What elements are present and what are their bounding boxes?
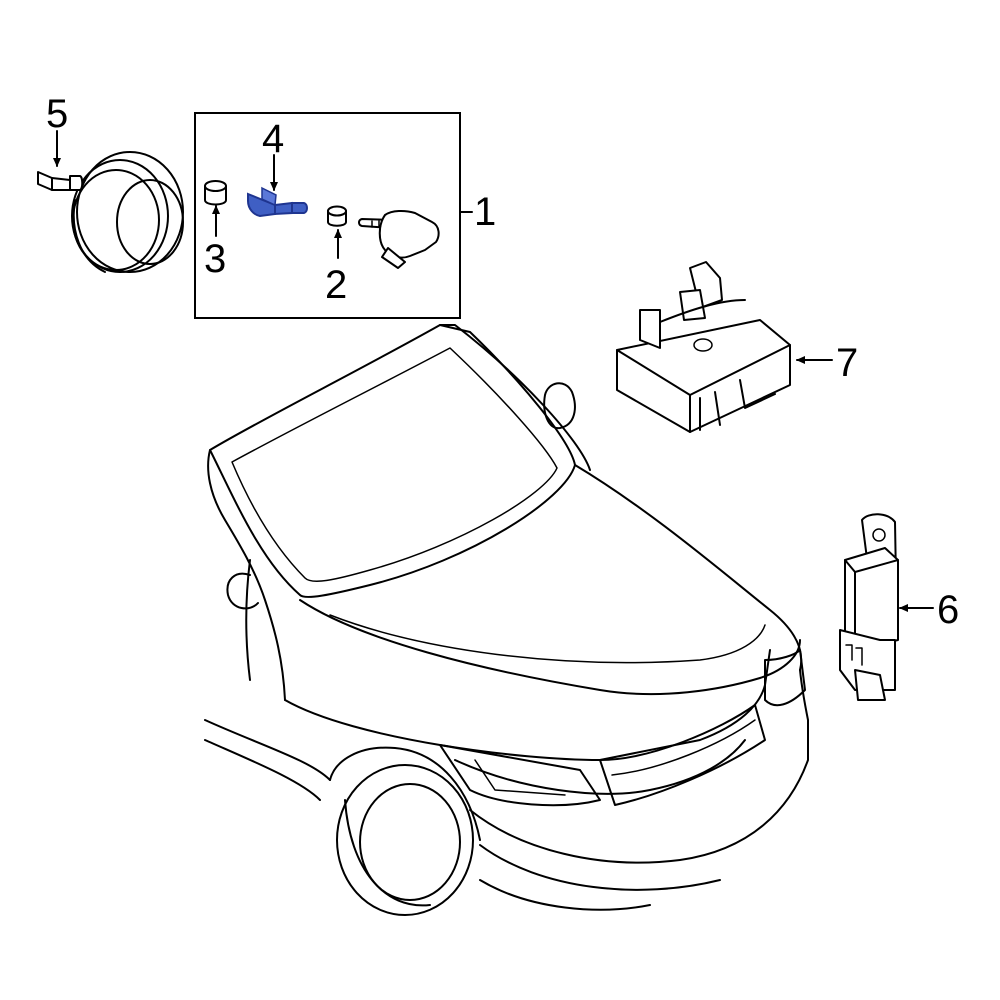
callout-1: 1: [474, 190, 496, 234]
front-wheel: [336, 764, 474, 916]
valve-core-body: [247, 192, 276, 218]
callout-4: 4: [262, 117, 284, 161]
tpms-module-part: [616, 261, 791, 433]
grommet-part: [327, 205, 347, 227]
valve-core-part: [247, 186, 308, 218]
vehicle-outline: [204, 324, 809, 916]
callout-5: 5: [46, 92, 68, 136]
tpms-receiver-part: [839, 513, 899, 701]
callout-2: 2: [325, 263, 347, 307]
callout-3: 3: [204, 237, 226, 281]
callout-7: 7: [836, 341, 858, 385]
valve-cap-part: [204, 180, 227, 206]
callout-6: 6: [937, 588, 959, 632]
callout-labels: 1 2 3 4 5 6 7: [46, 92, 959, 632]
assembly-box: [194, 112, 473, 319]
leader-lines: [53, 130, 934, 612]
wheel-rim-part: [71, 151, 184, 273]
tpms-sensor-part: [358, 209, 440, 269]
valve-stem-part: [37, 171, 84, 191]
